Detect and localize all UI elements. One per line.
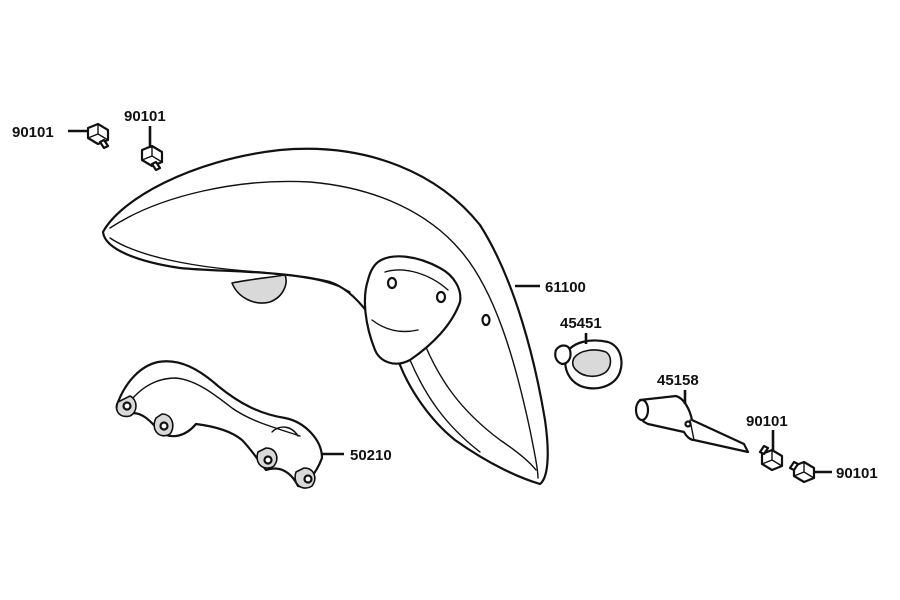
cable-bracket[interactable] xyxy=(634,394,750,454)
part-label-bolt-right-lower: 90101 xyxy=(836,465,878,482)
bolt-right-lower-icon xyxy=(788,460,816,484)
part-label-bolt-right-upper: 90101 xyxy=(746,413,788,430)
hose-clip[interactable] xyxy=(554,339,623,390)
part-label-bolt-top-left: 90101 xyxy=(12,124,54,141)
bolt-right-upper-icon xyxy=(758,444,784,472)
leader-lines xyxy=(68,126,832,474)
bolt-top-icon xyxy=(140,144,164,172)
part-label-bolt-top: 90101 xyxy=(124,108,166,125)
part-label-cable-bracket: 45158 xyxy=(657,372,699,389)
part-label-hose-clip: 45451 xyxy=(560,315,602,332)
fender-brace[interactable] xyxy=(115,360,324,489)
part-label-front-fender: 61100 xyxy=(545,279,586,296)
part-label-fender-brace: 50210 xyxy=(350,447,392,464)
bolt-top-left-icon xyxy=(86,122,110,150)
front-fender[interactable] xyxy=(101,147,549,486)
